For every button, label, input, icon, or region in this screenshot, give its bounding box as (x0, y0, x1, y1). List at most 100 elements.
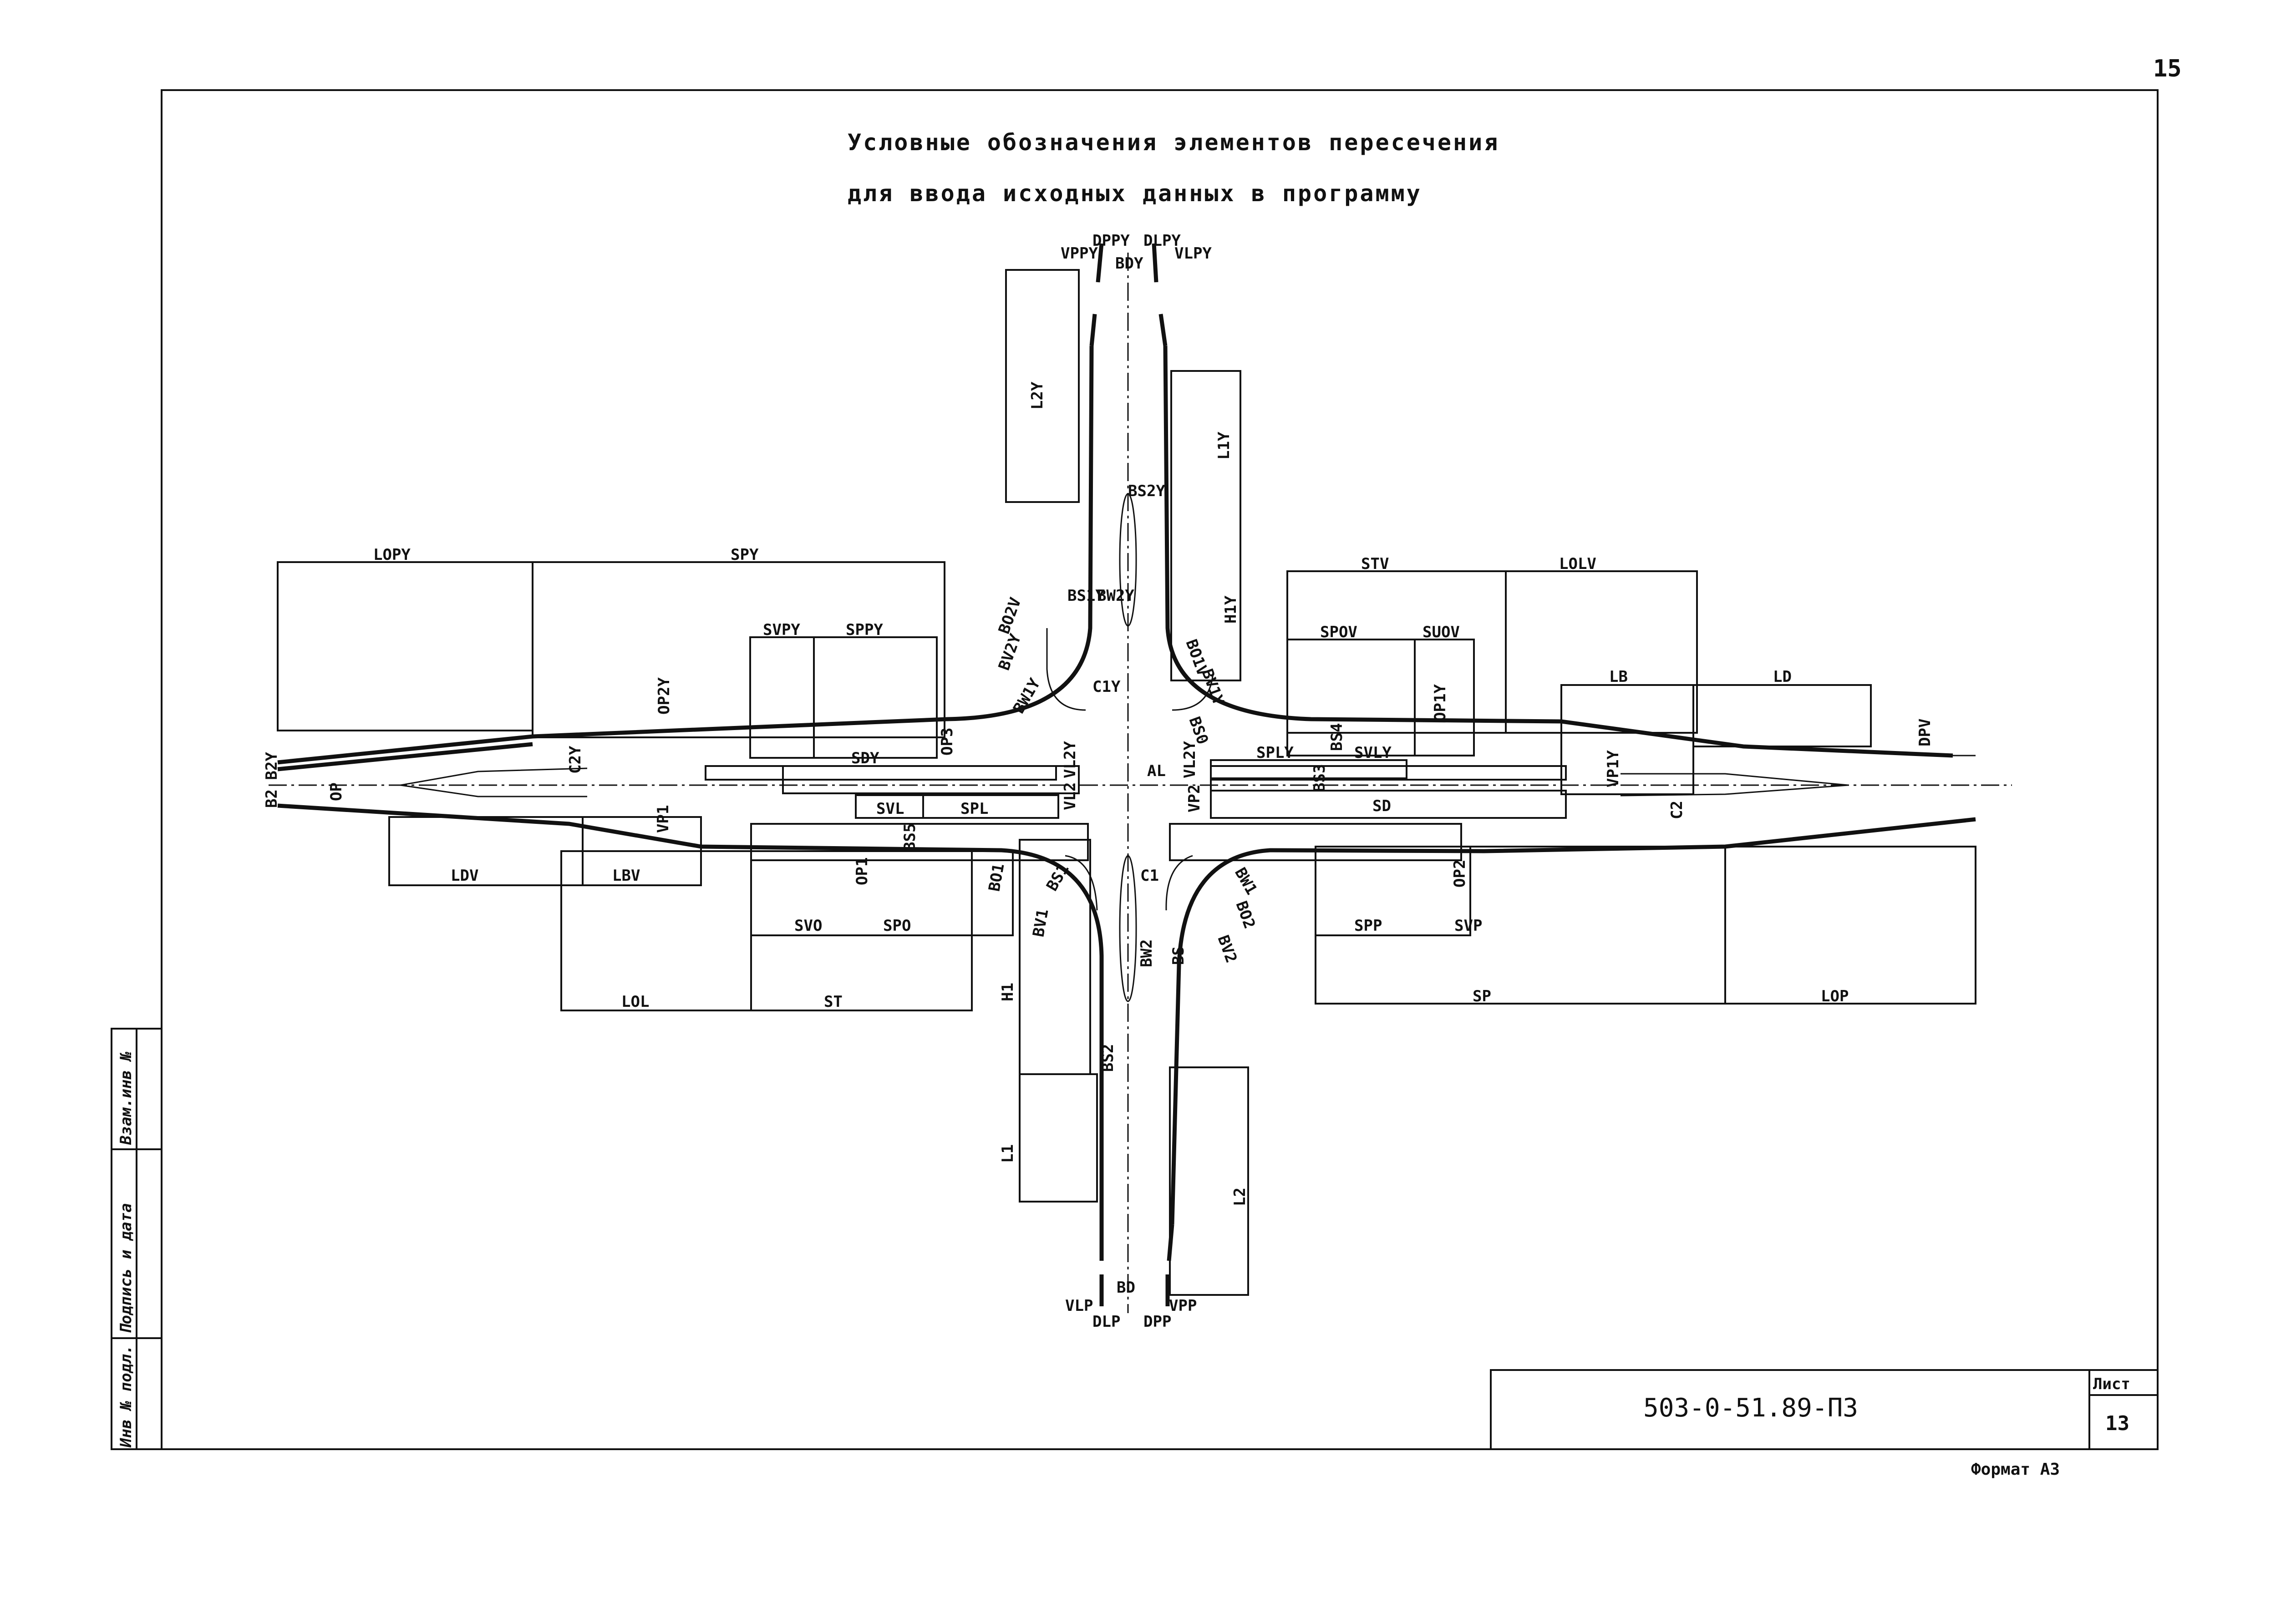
label-bd: BD (1117, 1279, 1135, 1297)
label-dppy: DPPY (1092, 232, 1130, 250)
label-lbv: LBV (612, 867, 640, 885)
title-line-2: для ввода исходных данных в программу (848, 180, 1422, 207)
zone-sp-lop-box (1315, 846, 1976, 1005)
sheet-label: Лист (2093, 1375, 2130, 1393)
label-lol: LOL (621, 993, 649, 1011)
label-bv1y: BV1Y (1198, 666, 1228, 708)
zone-sppy-box (813, 636, 938, 759)
road-geometry (269, 243, 2012, 1313)
label-l2y: L2Y (1028, 381, 1047, 410)
label-bo2v: BO2V (995, 595, 1025, 636)
label-spo: SPO (883, 917, 911, 935)
label-op1y: OP1Y (1431, 684, 1449, 721)
zone-lower-left-strip (750, 823, 1089, 861)
label-bo1: BO1 (985, 862, 1008, 893)
label-op2: OP2 (1451, 860, 1469, 888)
zone-lb-box (1560, 684, 1694, 795)
side-label-inv: Инв № подл. (117, 1345, 135, 1448)
label-bs1y: BS1Y (1067, 587, 1105, 605)
zone-svl-spl-strip (855, 794, 1059, 819)
label-dlp: DLP (1092, 1313, 1120, 1331)
label-dlpy: DLPY (1143, 232, 1181, 250)
zone-l1y-box (1170, 370, 1241, 681)
label-spl: SPL (960, 800, 988, 818)
label-c1y: C1Y (1092, 678, 1121, 696)
label-st: ST (824, 993, 843, 1011)
zone-lol-st-box (560, 850, 973, 1011)
label-dpp: DPP (1143, 1313, 1171, 1331)
label-vl2y-left: VL2Y (1061, 741, 1079, 778)
label-l1y: L1Y (1215, 431, 1233, 460)
document-code: 503-0-51.89-ПЗ (1643, 1393, 1858, 1423)
zone-lopy-box (277, 561, 533, 731)
label-spy: SPY (731, 546, 759, 564)
zone-sply-strip (1210, 759, 1407, 779)
label-op: OP (327, 782, 345, 801)
label-bs4: BS4 (1328, 723, 1346, 751)
label-svly: SVLY (1354, 744, 1392, 762)
label-sd: SD (1372, 797, 1391, 815)
side-label-replacement: Взам.инв № (117, 1051, 135, 1145)
label-svl: SVL (876, 800, 904, 818)
label-c2: C2 (1668, 801, 1686, 819)
label-bs3: BS3 (1311, 764, 1329, 792)
zone-boxes (277, 269, 1976, 1296)
label-svo: SVO (794, 917, 822, 935)
label-h1: H1 (999, 983, 1017, 1001)
north-island (1119, 493, 1137, 627)
label-bw2y: BW2Y (1097, 587, 1134, 605)
label-bv2: BV2 (1214, 933, 1241, 965)
label-sp: SP (1473, 987, 1491, 1005)
label-vp1: VP1 (654, 805, 672, 833)
zone-spy-box (532, 561, 945, 738)
label-vp1y: VP1Y (1604, 750, 1622, 787)
label-spov: SPOV (1320, 623, 1357, 641)
label-sdy: SDY (851, 749, 879, 767)
label-spp: SPP (1354, 917, 1382, 935)
label-bw1: BW1 (1231, 865, 1260, 898)
label-lb: LB (1609, 668, 1628, 686)
zone-l2y-box (1005, 269, 1080, 503)
side-label-signature: Подпись и дата (117, 1203, 135, 1334)
label-svpy: SVPY (763, 621, 800, 639)
label-svp: SVP (1454, 917, 1482, 935)
label-vlp: VLP (1065, 1297, 1093, 1315)
label-bw1y: BW1Y (1010, 675, 1044, 716)
zone-svpy-box (749, 636, 815, 759)
drawing-frame (161, 89, 2159, 1450)
label-h1y: H1Y (1222, 595, 1240, 624)
title-line-1: Условные обозначения элементов пересечен… (848, 129, 1499, 156)
label-op2y: OP2Y (655, 677, 673, 715)
label-al: AL (1147, 762, 1166, 780)
label-c2y: C2Y (566, 746, 584, 774)
label-ld: LD (1773, 668, 1792, 686)
sheet-number: 13 (2105, 1412, 2129, 1435)
label-op3: OP3 (938, 728, 956, 756)
label-l1: L1 (999, 1144, 1017, 1163)
zone-svo-spo-box (750, 850, 1014, 936)
label-suov: SUOV (1422, 623, 1460, 641)
south-island (1119, 855, 1137, 1002)
label-lopy: LOPY (373, 546, 411, 564)
zone-center-strip-left (705, 765, 1057, 781)
label-dpv: DPV (1916, 719, 1934, 746)
label-vl2y: VL2Y (1181, 741, 1199, 778)
label-vlpy: VLPY (1174, 244, 1212, 263)
label-vp2: VP2 (1185, 785, 1204, 812)
zone-ld-box (1692, 684, 1872, 747)
label-sppy: SPPY (846, 621, 883, 639)
label-bv2y: BV2Y (995, 631, 1025, 673)
label-vpp: VPP (1169, 1297, 1197, 1315)
format-label: Формат А3 (1971, 1460, 2060, 1479)
label-bv1: BV1 (1029, 908, 1052, 938)
label-l2: L2 (1231, 1188, 1249, 1206)
zone-spov-box (1286, 639, 1416, 756)
zone-lolv-box (1505, 570, 1698, 734)
side-stamp: Инв № подл. Подпись и дата Взам.инв № (111, 1028, 163, 1450)
label-b2-b2y: B2 B2Y (263, 752, 281, 808)
label-stv: STV (1361, 555, 1389, 573)
zone-suov-box (1414, 639, 1475, 756)
label-sply: SPLY (1256, 744, 1294, 762)
label-bs1: BS1 (1043, 861, 1072, 894)
